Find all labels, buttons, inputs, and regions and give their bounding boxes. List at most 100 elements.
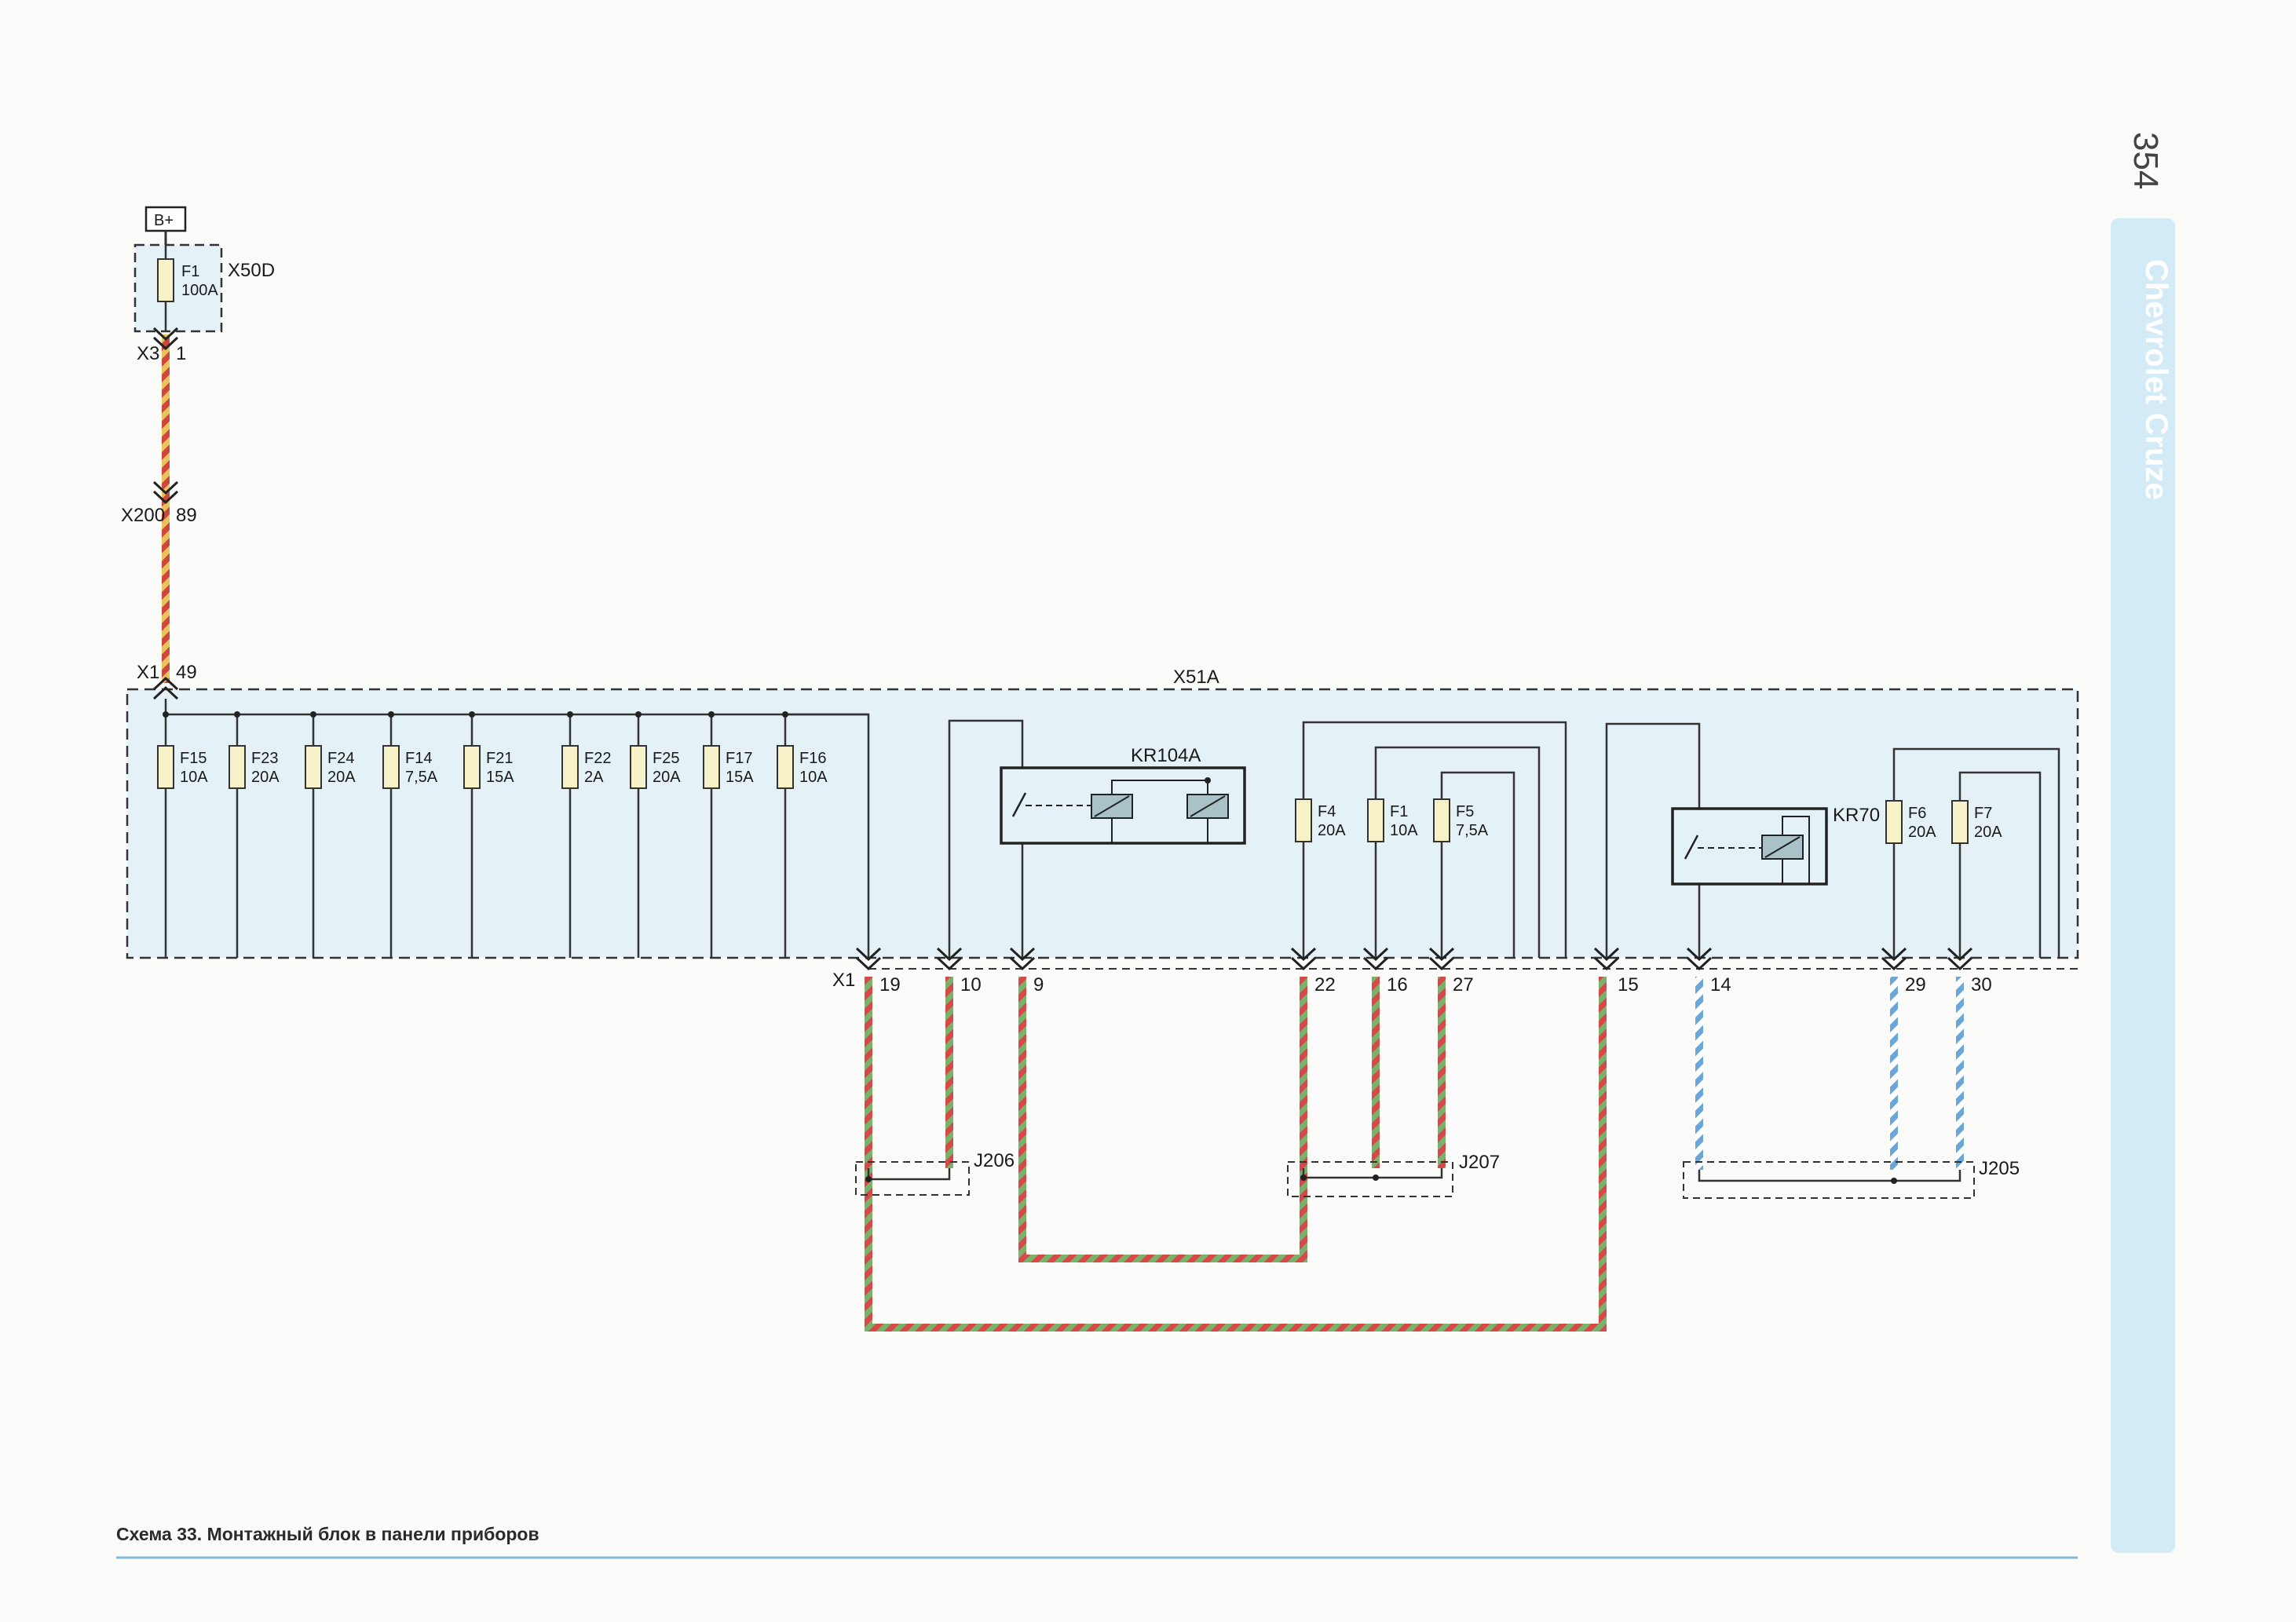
fuse-rating: 7,5A <box>1456 822 1489 839</box>
pin-chevron <box>1881 947 1907 962</box>
bus-node <box>163 711 169 718</box>
pin-chevron <box>1947 956 1973 971</box>
pin-number: 14 <box>1710 974 1731 995</box>
kr104a-internal <box>1111 780 1208 795</box>
pin-chevron <box>1593 956 1620 971</box>
fuse-name: F5 <box>1456 803 1474 820</box>
sidebar-band <box>2111 218 2175 1553</box>
fuse-rating: 10A <box>799 769 828 786</box>
block-label: X51A <box>1173 667 1219 688</box>
pin-chevron <box>936 947 963 962</box>
fuse-name: F14 <box>405 750 432 767</box>
fuse-body <box>305 745 322 789</box>
fuse-rating: 15A <box>486 769 514 786</box>
fuse-group-right-wiring <box>1892 747 2060 958</box>
pin-number: 30 <box>1971 974 1992 995</box>
pin-chevron <box>1009 947 1036 962</box>
splice-j207-bar <box>1302 1168 1443 1179</box>
bus-to-pin19 <box>785 713 870 958</box>
kr70-coil-mark <box>1764 836 1801 858</box>
splice-j205 <box>1683 1161 1975 1199</box>
pin-30: 30 <box>1947 947 1992 995</box>
connector-x3 <box>152 327 179 351</box>
fuse-rating: 20A <box>1908 824 1936 841</box>
fuse-rating: 20A <box>1974 824 2002 841</box>
kr70-coil-top <box>1782 816 1810 884</box>
connector-x1-out-name: X1 <box>832 970 855 991</box>
fuse-body <box>157 745 174 789</box>
fusebox-x50d <box>133 243 223 333</box>
fuse-body <box>561 745 579 789</box>
fuse-rating: 10A <box>180 769 208 786</box>
connector-x3-pin: 1 <box>176 343 186 364</box>
diagram-caption: Схема 33. Монтажный блок в панели прибор… <box>116 1524 539 1544</box>
connector-x1-in-name: X1 <box>137 662 159 683</box>
splice-j206-bar <box>867 1168 951 1181</box>
relay-kr70-label: KR70 <box>1833 805 1880 826</box>
pin-chevron <box>1686 956 1713 971</box>
bus-node <box>234 711 240 718</box>
fuse-rating: 20A <box>251 769 280 786</box>
bus-node <box>635 711 642 718</box>
pin-chevron <box>1428 947 1455 962</box>
pin-chevron <box>1362 947 1389 962</box>
main-fuse-name: F1 <box>181 263 199 280</box>
pin-14: 14 <box>1686 947 1731 995</box>
connector-x200-name: X200 <box>121 505 165 526</box>
fuse-name: F25 <box>653 750 679 767</box>
pin-16: 16 <box>1362 947 1408 995</box>
fuse-name: F22 <box>584 750 611 767</box>
kr104a-switch <box>1011 792 1027 817</box>
fuse-name: F7 <box>1974 805 1992 822</box>
fuse-group-left: F1510AF2320AF2420AF147,5AF2115AF222AF252… <box>157 711 828 958</box>
bus-node <box>567 711 573 718</box>
splice-j207-label: J207 <box>1459 1152 1500 1173</box>
fuse-name: F23 <box>251 750 278 767</box>
bus-node <box>469 711 475 718</box>
pin-chevron <box>1362 956 1389 971</box>
pin-number: 29 <box>1905 974 1926 995</box>
pin-chevron <box>1686 947 1713 962</box>
splice-j206-node <box>865 1176 872 1182</box>
fuse-body <box>229 745 246 789</box>
pin-chevron <box>1881 956 1907 971</box>
fuse-name: F4 <box>1318 803 1336 820</box>
fusebox-label: X50D <box>228 260 275 281</box>
pin-number: 10 <box>960 974 982 995</box>
connector-x3-name: X3 <box>137 343 159 364</box>
connector-x200 <box>152 480 179 505</box>
bus-node <box>388 711 394 718</box>
fuse-middle-2: F5 7,5A <box>1433 798 1489 842</box>
fuse-name: F6 <box>1908 805 1926 822</box>
fuse-body <box>1951 800 1969 844</box>
pin-number: 16 <box>1387 974 1408 995</box>
splice-j205-bar <box>1698 1170 1961 1182</box>
pin-chevron <box>1428 956 1455 971</box>
pin-number: 19 <box>879 974 901 995</box>
splice-j207-node-1 <box>1300 1174 1307 1181</box>
pin-29: 29 <box>1881 947 1926 995</box>
relay-kr104a-label: KR104A <box>1131 745 1201 766</box>
fuse-name: F1 <box>1390 803 1408 820</box>
battery-label: B+ <box>154 212 174 229</box>
splice-j207 <box>1287 1161 1453 1197</box>
pin-chevron <box>936 956 963 971</box>
bus-node <box>310 711 316 718</box>
pin-chevron <box>855 956 882 971</box>
splice-j207-node-2 <box>1373 1174 1379 1181</box>
pin-chevron <box>855 947 882 962</box>
fuse-body <box>1433 798 1450 842</box>
pin-15: 15 <box>1593 947 1639 995</box>
feed-wire <box>162 334 170 683</box>
fuse-body <box>777 745 794 789</box>
brand-text: Chevrolet Cruze <box>2139 259 2174 500</box>
